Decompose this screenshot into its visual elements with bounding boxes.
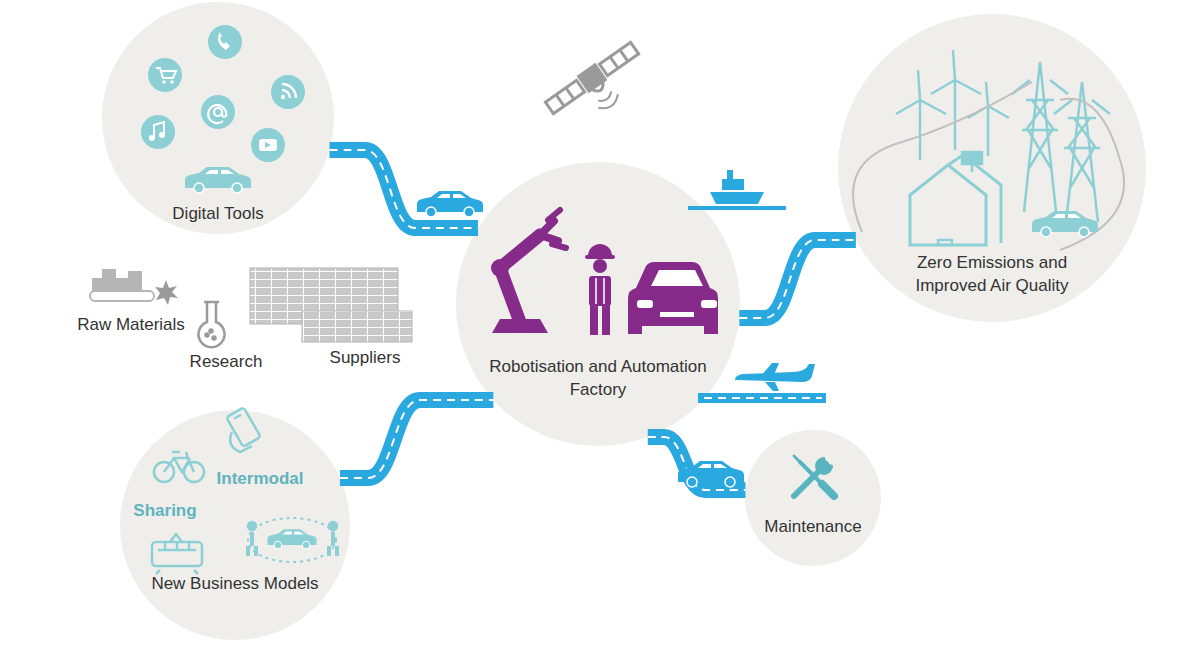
icon-label: Suppliers [330,348,401,368]
road-marking [648,437,746,490]
road-connector [340,400,493,478]
road-connector [739,240,856,318]
road [329,150,478,228]
node-title: New Business Models [129,573,341,596]
icon-label: Research [190,352,263,372]
icon-label: Raw Materials [77,315,185,335]
road-connector [329,150,478,228]
topic-circle: Robotisation and Automation Factory [456,162,740,446]
satellite-icon [544,41,654,136]
road [648,437,746,490]
car-icon [678,461,744,487]
topic-circle: Maintenance [745,430,881,566]
flask-icon [199,302,225,347]
road [739,240,856,318]
icon-label: Intermodal [217,469,304,489]
topic-circle: Zero Emissions and Improved Air Quality [838,14,1146,322]
icon-label: Sharing [133,501,196,521]
circle-ground [456,162,740,446]
circle-ground [102,2,334,234]
road-marking [329,150,478,228]
raw-materials-icon [90,269,178,305]
circle-ground [120,410,350,640]
ship-icon [688,170,786,210]
suppliers-icon [250,268,412,342]
road [340,400,493,478]
road-marking [739,240,856,318]
node-title: Zero Emissions and Improved Air Quality [892,252,1092,298]
road-connector [648,437,746,490]
node-title: Digital Tools [118,203,318,226]
car-icon [417,191,483,217]
circle-ground [838,14,1146,322]
road-marking [340,400,493,478]
topic-circle: Digital Tools [102,2,334,234]
circle-ground [745,430,881,566]
node-title: Robotisation and Automation Factory [467,356,729,402]
topic-circle: New Business Models [120,410,350,640]
node-title: Maintenance [751,516,875,539]
